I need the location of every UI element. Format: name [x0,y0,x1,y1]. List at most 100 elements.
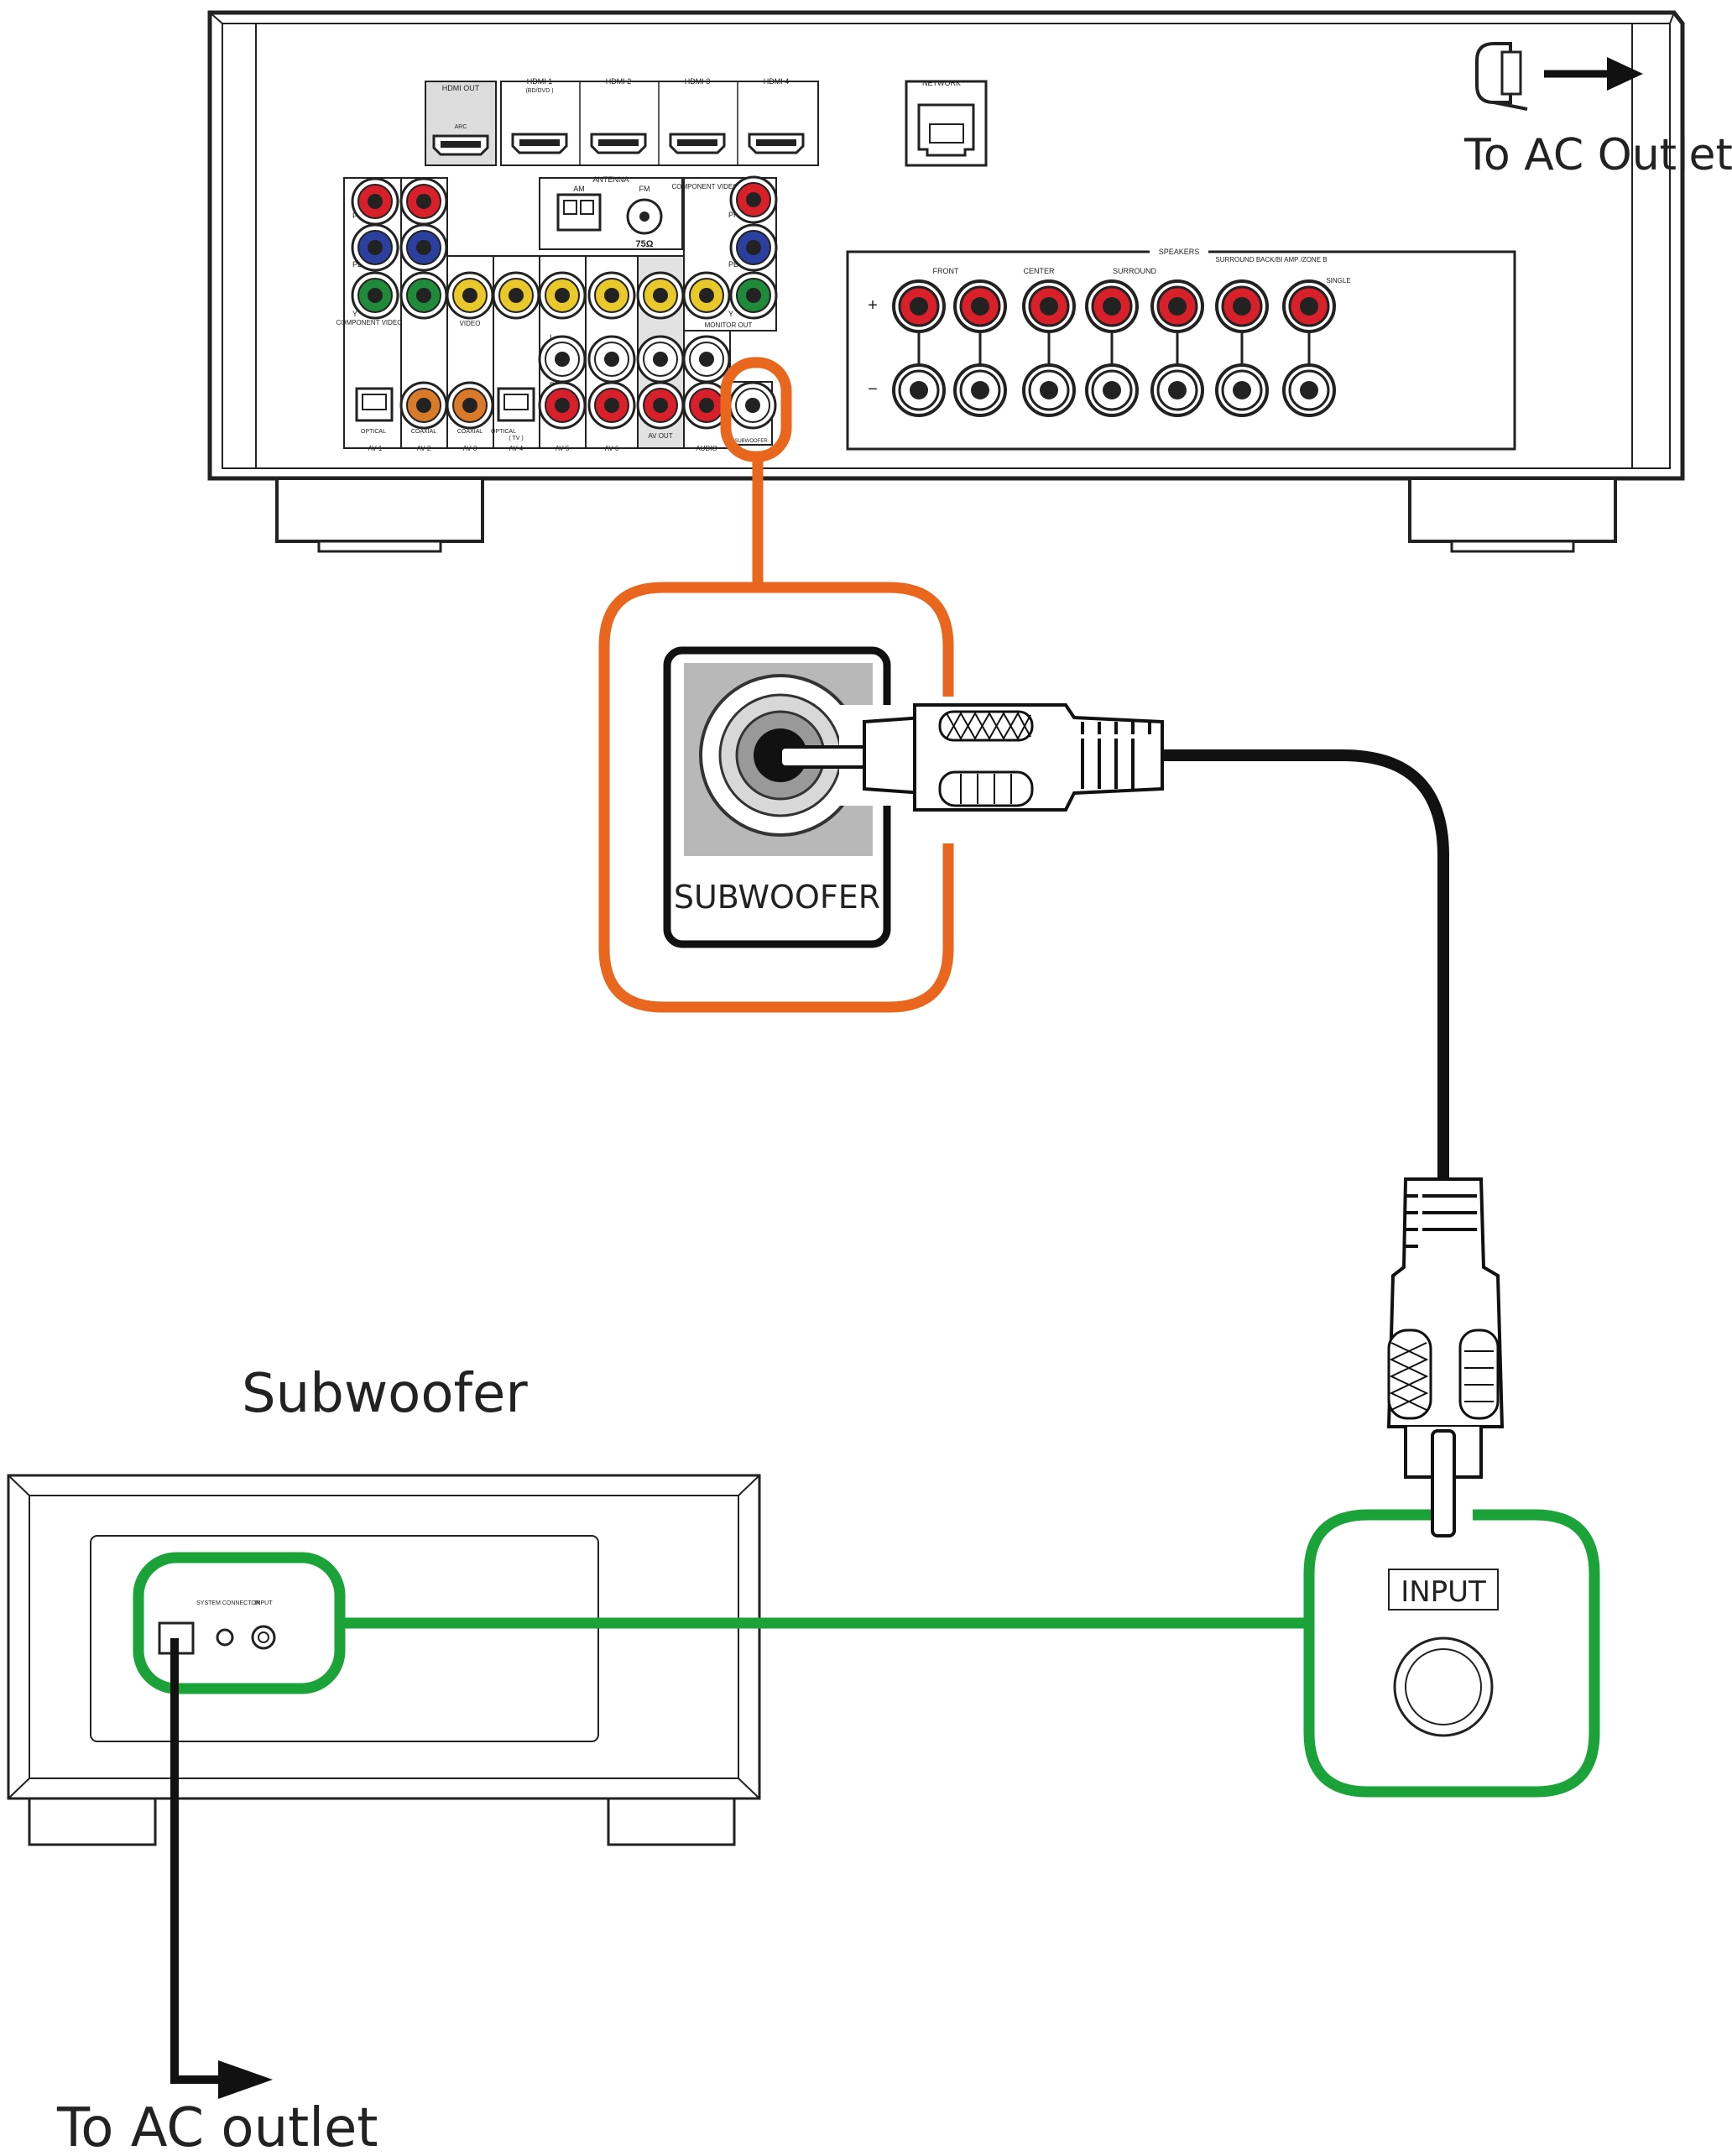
av-out-audio-l-jack[interactable] [636,335,685,384]
center-label: CENTER [1023,267,1055,275]
av1-label: AV 1 [368,445,383,452]
hdmi3-label: HDMI 3 [685,77,711,86]
av-out-video-jack[interactable] [636,271,685,320]
rca-plug-vertical-icon [1386,1177,1505,1537]
av6-label: AV 6 [605,445,619,452]
av5-video-jack[interactable] [538,271,587,320]
minus-label: − [868,380,878,399]
av2-coaxial-jack[interactable] [399,381,448,430]
tv-label: ( TV ) [509,436,523,441]
center-plus-terminal[interactable] [1022,279,1076,333]
network-port[interactable]: NETWORK [905,79,988,167]
pb-label: PB [352,260,363,269]
monitor-y-jack[interactable] [729,271,778,320]
callout-subwoofer-label: SUBWOOFER [674,879,880,916]
hdmi2-label: HDMI 2 [606,77,632,86]
surround-back-label: SURROUND BACK/BI AMP /ZONE B [1215,256,1327,264]
pr-label-2: PR [728,211,739,219]
fm-label: FM [639,185,650,193]
surround-back-r-plus-terminal[interactable] [1215,279,1269,333]
surround-back-l-minus-terminal[interactable] [1282,363,1336,417]
ac-outlet-bottom-label: To AC outlet [56,2097,378,2156]
plus-label: + [868,296,878,315]
subwoofer-title: Subwoofer [242,1363,528,1425]
component-video-label: COMPONENT VIDEO [336,319,403,326]
component2-pb-jack[interactable] [399,223,448,272]
system-connector-port[interactable] [216,1628,234,1647]
y-label-2: Y [728,310,733,318]
ohm-label: 75Ω [635,239,653,249]
surround-back-l-plus-terminal[interactable] [1282,279,1336,333]
av6-audio-r-jack[interactable] [587,381,636,430]
input-callout-label: INPUT [1401,1575,1486,1609]
receiver-subwoofer-jack[interactable] [728,381,777,430]
surround-r-minus-terminal[interactable] [1085,363,1139,417]
av-out-audio-r-jack[interactable] [636,381,685,430]
video-label: VIDEO [460,320,481,327]
av6-video-jack[interactable] [587,271,636,320]
optical-label: OPTICAL [361,429,386,435]
av5-audio-r-jack[interactable] [538,381,587,430]
monitor-pr-jack[interactable] [729,175,778,224]
l-marker: L [550,333,554,342]
speakers-label: SPEAKERS [1159,248,1200,256]
power-inlet-icon [1475,42,1528,111]
av5-label: AV 5 [556,445,570,452]
front-r-minus-terminal[interactable] [892,363,946,417]
surround-label: SURROUND [1113,267,1157,275]
hdmi2-port[interactable] [590,133,647,154]
front-label: FRONT [933,267,959,275]
hdmi1-label: HDMI 1 [527,77,553,86]
surround-r-plus-terminal[interactable] [1085,279,1139,333]
speaker-terminals: SPEAKERS FRONT CENTER SURROUND SURROUND … [846,246,1516,451]
hdmi1-port[interactable] [511,133,568,154]
input-callout: INPUT [1388,1569,1499,1737]
av-out-label: AV OUT [648,432,672,440]
monitor-pb-jack[interactable] [729,223,778,272]
coaxial-label: COAXIAL [411,429,436,435]
receiver-feet [275,477,1617,553]
surround-l-plus-terminal[interactable] [1150,279,1204,333]
front-l-minus-terminal[interactable] [953,363,1007,417]
hdmi4-port[interactable] [748,133,805,154]
hdmi-panel: HDMI OUT ARC HDMI 1 (BD/DVD ) HDMI 2 HDM… [425,77,819,166]
av6-audio-l-jack[interactable] [587,335,636,384]
av-input-panel: ANTENNA AM FM 75Ω PR PB Y COMPONENT VIDE… [336,175,778,452]
subwoofer-unit: SYSTEM CONNECTOR INPUT [7,1474,761,1846]
subwoofer-cable [1162,749,1449,1179]
hdmi-out-port[interactable] [432,134,489,156]
component-pb-jack[interactable] [351,223,399,272]
component2-pr-jack[interactable] [399,177,448,226]
av5-audio-l-jack[interactable] [538,335,587,384]
am-label: AM [573,185,585,193]
network-label: NETWORK [922,79,961,87]
center-minus-terminal[interactable] [1022,363,1076,417]
av3-coaxial-jack[interactable] [446,381,494,430]
component-pr-jack[interactable] [351,177,399,226]
monitor-video-jack[interactable] [682,271,731,320]
surround-l-minus-terminal[interactable] [1150,363,1204,417]
front-r-plus-terminal[interactable] [892,279,946,333]
y-label: Y [352,310,357,318]
av3-video-jack[interactable] [446,271,494,320]
system-connector-label: SYSTEM CONNECTOR [196,1600,260,1606]
audio-label: AUDIO [696,445,717,452]
av2-label: AV 2 [417,445,431,452]
audio-l-jack[interactable] [682,335,731,384]
ac-outlet-top-label: To AC Outlet [1463,130,1732,180]
hdmi4-label: HDMI 4 [764,77,790,86]
subwoofer-input-small-label: INPUT [255,1600,274,1606]
front-l-plus-terminal[interactable] [953,279,1007,333]
monitor-out-label: MONITOR OUT [705,321,753,329]
av-receiver: HDMI OUT ARC HDMI 1 (BD/DVD ) HDMI 2 HDM… [207,10,1685,553]
single-label: SINGLE [1326,277,1350,285]
rca-plug-horizontal-icon [779,703,1164,812]
surround-back-r-minus-terminal[interactable] [1215,363,1269,417]
optical-label-2: OPTICAL [491,429,516,435]
av4-video-jack[interactable] [492,271,540,320]
component-y-jack[interactable] [351,271,399,320]
hdmi3-port[interactable] [669,133,726,154]
component2-y-jack[interactable] [399,271,448,320]
hdmi1-sub-label: (BD/DVD ) [525,88,553,94]
